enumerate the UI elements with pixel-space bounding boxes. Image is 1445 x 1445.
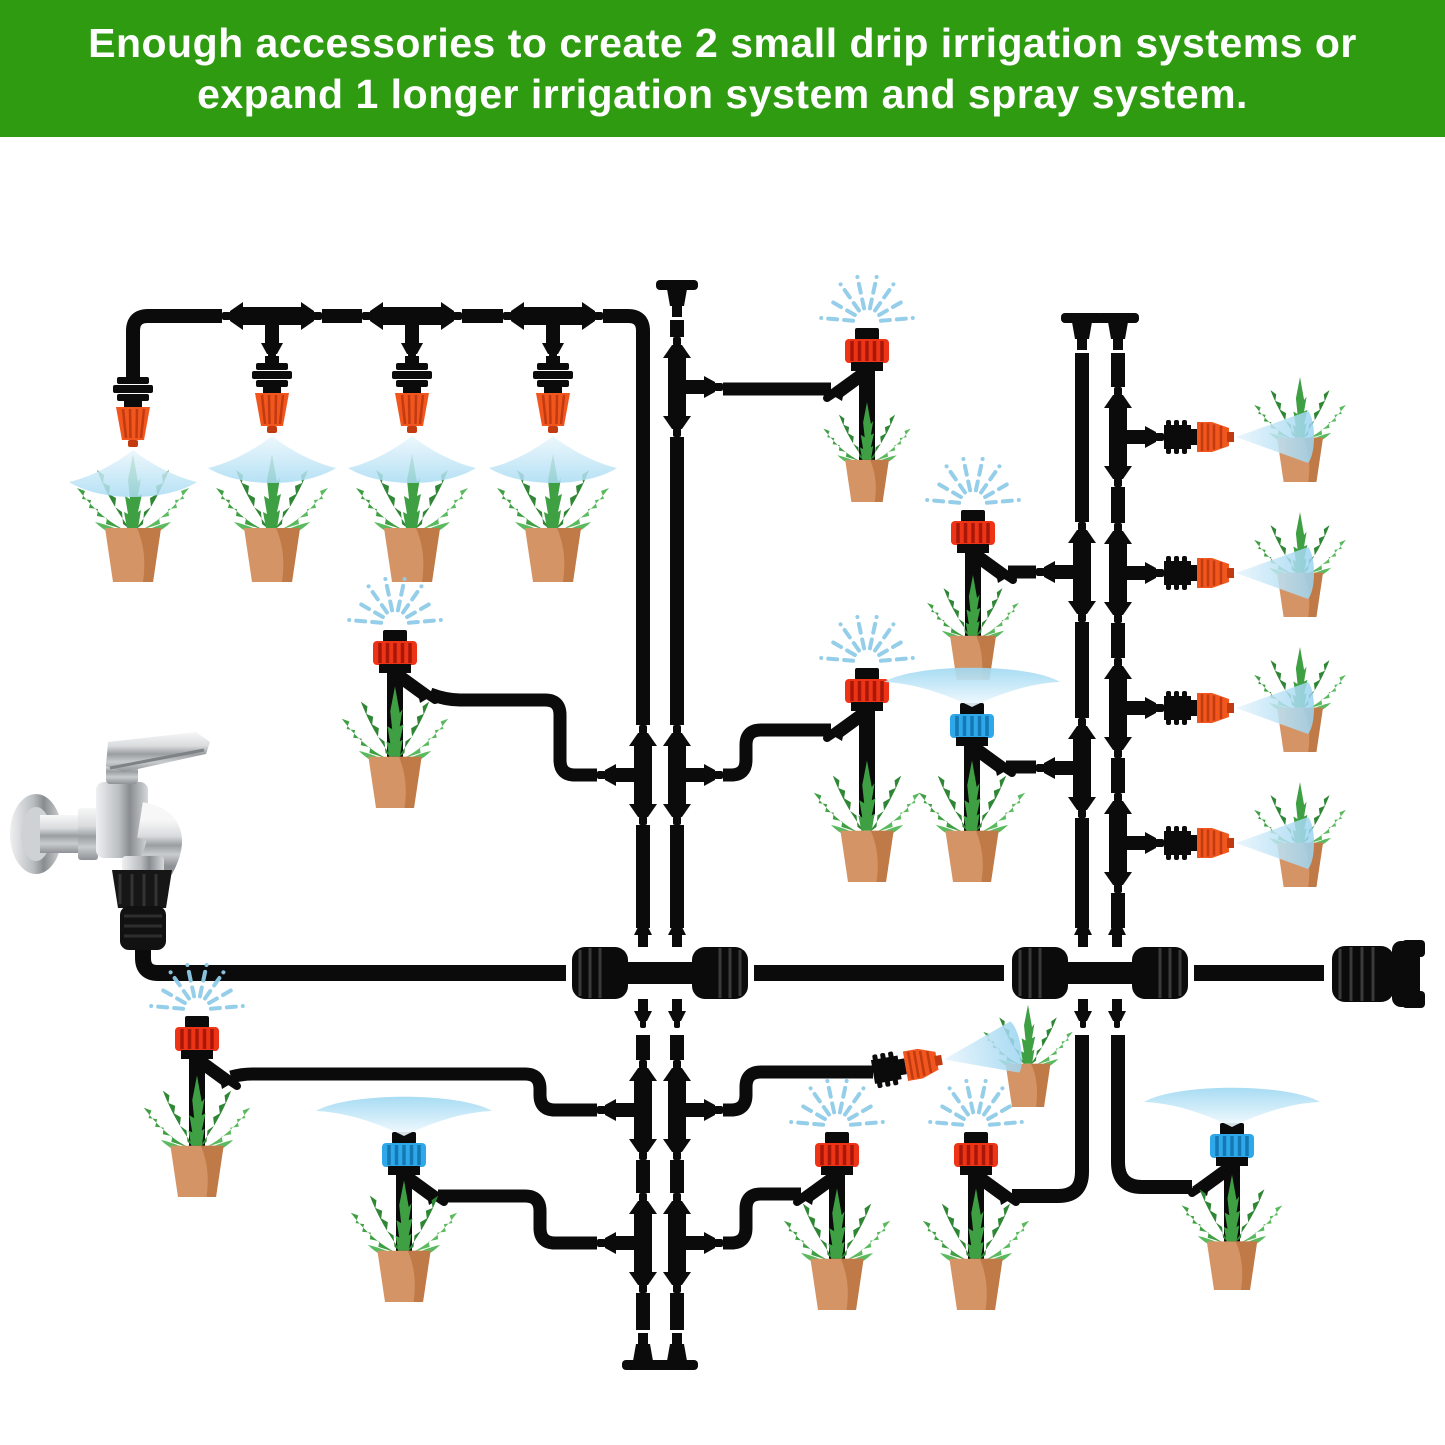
faucet	[10, 732, 210, 950]
mist-fan	[69, 450, 197, 497]
drip-tube	[723, 723, 831, 782]
end-plug	[656, 280, 698, 317]
mister-nozzle	[531, 354, 575, 435]
adapter-ribs	[124, 914, 162, 938]
drip-tube	[723, 1065, 873, 1117]
four-way-manifold	[1010, 916, 1190, 1030]
mist-fan	[348, 436, 476, 483]
spray-cone	[1236, 411, 1314, 463]
flat-spray-fan	[316, 1096, 492, 1136]
faucet-nut	[78, 808, 98, 860]
adapter-knurling	[118, 874, 158, 906]
drip-tube	[1012, 1035, 1089, 1203]
faucet-handle-shadow	[109, 748, 205, 770]
hose-adapter-body	[120, 906, 166, 950]
tee-connector	[1104, 387, 1164, 487]
flat-spray-fan	[1144, 1087, 1320, 1127]
spray-cone	[1236, 682, 1314, 734]
tee-connector	[1104, 658, 1164, 758]
sprinkler-mist-burst	[819, 615, 915, 663]
spray-jet-nozzle	[1162, 554, 1236, 592]
end-plug	[1097, 313, 1139, 350]
mister-nozzle	[111, 368, 155, 449]
drip-tube	[126, 309, 222, 374]
tee-connector	[663, 1193, 723, 1293]
drip-tube	[438, 1189, 597, 1250]
sprinkler-stake-red	[827, 668, 889, 828]
potted-plant	[823, 402, 911, 502]
mister-nozzle	[250, 354, 294, 435]
end-plug	[1061, 313, 1103, 350]
faucet-body	[96, 782, 148, 858]
end-plug	[656, 1333, 698, 1370]
sprinkler-mist-burst	[819, 275, 915, 323]
potted-plant	[927, 575, 1019, 680]
banner-text-line1: Enough accessories to create 2 small dri…	[88, 20, 1357, 67]
four-way-manifold	[570, 916, 750, 1030]
sprinkler-mist-burst	[928, 1079, 1024, 1127]
potted-plant	[918, 760, 1026, 882]
tube-end-cap	[1330, 938, 1427, 1010]
mister-nozzle	[390, 354, 434, 435]
drip-tube	[229, 1067, 597, 1117]
mist-fan	[489, 436, 617, 483]
spray-jet-nozzle	[1162, 824, 1236, 862]
banner: Enough accessories to create 2 small dri…	[0, 0, 1445, 137]
tee-connector	[597, 1193, 657, 1293]
sprinkler-mist-burst	[347, 577, 443, 625]
spray-cone	[1236, 817, 1314, 869]
faucet-spout-mouth	[122, 856, 164, 874]
potted-plant	[922, 1188, 1030, 1310]
faucet-arm	[40, 815, 80, 853]
tee-connector	[1104, 523, 1164, 623]
drip-tube	[603, 309, 650, 725]
tee-connector	[362, 302, 462, 362]
sprinkler-mist-burst	[789, 1079, 885, 1127]
tee-connector	[1036, 718, 1096, 818]
drip-tube	[427, 687, 597, 782]
potted-plant	[813, 760, 921, 882]
tee-connector	[597, 725, 657, 825]
drip-tube	[723, 1187, 801, 1250]
spray-cone	[1236, 547, 1314, 599]
tee-connector	[1104, 793, 1164, 893]
mist-fan	[208, 436, 336, 483]
spray-jet-nozzle	[1162, 689, 1236, 727]
tee-connector	[663, 1060, 723, 1160]
flat-spray-fan	[884, 667, 1060, 707]
tee-connector	[222, 302, 322, 362]
tee-connector	[663, 725, 723, 825]
tee-connector	[663, 337, 723, 437]
spray-jet-nozzle	[1162, 418, 1236, 456]
potted-plant	[341, 686, 449, 808]
spray-jet-nozzle	[868, 1041, 947, 1090]
banner-text-line2: expand 1 longer irrigation system and sp…	[197, 70, 1248, 117]
sprinkler-mist-burst	[925, 457, 1021, 505]
potted-plant	[143, 1075, 251, 1197]
drip-tube	[1111, 1035, 1192, 1194]
tee-connector	[503, 302, 603, 362]
tee-connector	[597, 1060, 657, 1160]
potted-plant	[783, 1188, 891, 1310]
drip-tube	[135, 950, 566, 981]
tee-connector	[1036, 522, 1096, 622]
tubing-network	[126, 309, 1324, 1330]
faucet-handle	[106, 732, 210, 772]
